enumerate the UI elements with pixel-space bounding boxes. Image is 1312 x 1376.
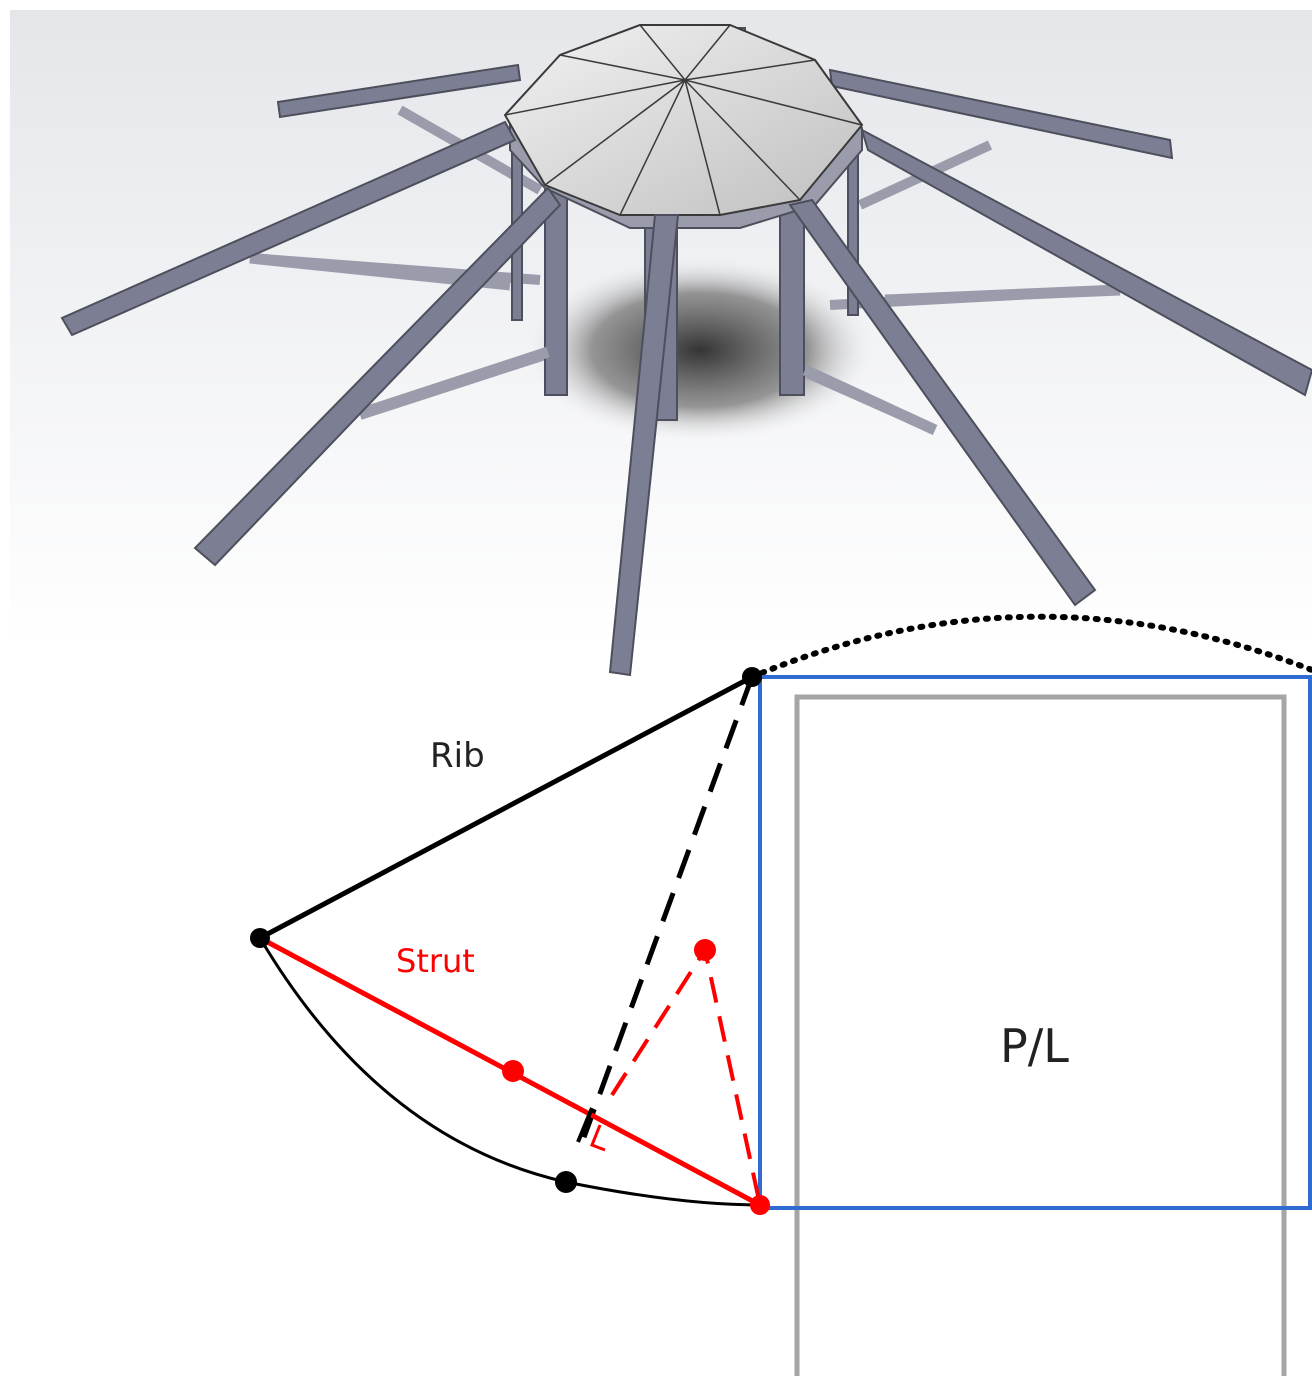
deployed-envelope-arc (749, 613, 1312, 680)
right-angle-mark-black (576, 1107, 594, 1143)
geometry-schematic: Rib Strut P/L (250, 613, 1312, 1376)
payload-frame (794, 694, 1287, 1376)
strut-mid-joint (502, 1060, 524, 1082)
rib-label: Rib (430, 736, 485, 776)
rib-tip-joint (742, 667, 762, 687)
hub-dome (503, 24, 864, 216)
rib-line (258, 674, 754, 941)
right-angle-mark-red (590, 1124, 606, 1152)
strut-label: Strut (396, 942, 475, 980)
rib-folded-arc (258, 937, 761, 1207)
payload-label: P/L (1000, 1019, 1069, 1073)
rib-dashed-line (580, 676, 755, 1141)
hub-shadow (520, 255, 880, 445)
fold-joint (555, 1171, 577, 1193)
hub-structure-render (10, 10, 1312, 677)
front-ribs (60, 120, 1312, 677)
strut-hinge-joint (694, 939, 716, 961)
payload-envelope (758, 675, 1312, 1210)
strut-base-joint (750, 1195, 770, 1215)
rib-root-joint (250, 928, 270, 948)
